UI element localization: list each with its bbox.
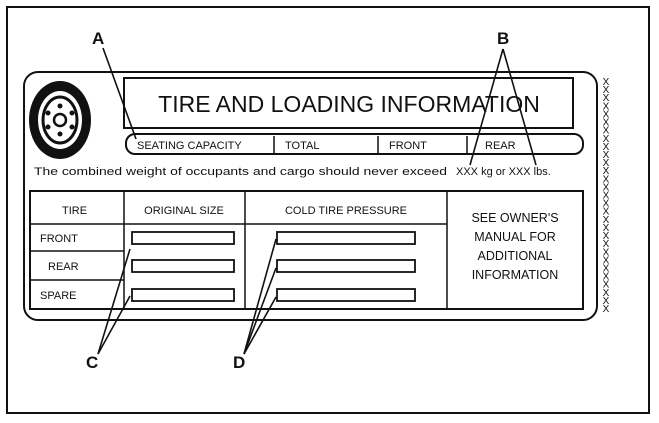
edge-x-mark: X [603,126,610,137]
edge-x-mark: X [603,134,610,145]
edge-x-mark: X [603,150,610,161]
label-outline [23,71,598,321]
edge-x-mark: X [603,231,610,242]
edge-x-mark: X [603,101,610,112]
seating-front-label: FRONT [389,140,427,152]
edge-x-mark: X [603,199,610,210]
edge-x-mark: X [603,158,610,169]
edge-x-mark: X [603,263,610,274]
header-tire: TIRE [62,205,87,217]
cold-pressure-spare-box [276,288,416,302]
owner-manual-note-line-4: INFORMATION [472,268,559,282]
edge-x-mark: X [603,174,610,185]
edge-x-mark: X [603,207,610,218]
seating-capacity-label: SEATING CAPACITY [137,140,242,152]
edge-x-mark: X [603,93,610,104]
edge-x-mark: X [603,85,610,96]
seating-rear-label: REAR [485,140,516,152]
edge-x-mark: X [603,215,610,226]
leader-lines [97,47,537,355]
callout-c: C [86,353,98,372]
owner-manual-note-line-2: MANUAL FOR [474,230,556,244]
edge-x-mark: X [603,223,610,234]
header-original-size: ORIGINAL SIZE [144,205,224,217]
original-size-rear-box [131,259,235,273]
owner-manual-note-line-3: ADDITIONAL [477,249,552,263]
label-title: TIRE AND LOADING INFORMATION [158,91,540,117]
row-label-rear: REAR [48,261,79,273]
tire-info-table: TIRE ORIGINAL SIZE COLD TIRE PRESSURE FR… [29,190,584,310]
edge-x-mark: X [603,272,610,283]
edge-x-mark: X [603,191,610,202]
callout-a: A [92,29,104,48]
row-label-front: FRONT [40,233,78,245]
edge-x-mark: X [603,288,610,299]
weight-notice: The combined weight of occupants and car… [34,166,447,178]
edge-x-mark: X [603,118,610,129]
weight-value: XXX kg or XXX lbs. [456,166,551,178]
edge-x-mark: X [603,182,610,193]
figure-frame [6,6,650,414]
edge-x-mark: X [603,247,610,258]
callout-b: B [497,29,509,48]
edge-x-mark: X [603,255,610,266]
edge-x-mark: X [603,166,610,177]
header-cold-tire-pressure: COLD TIRE PRESSURE [285,205,407,217]
edge-x-mark: X [603,296,610,307]
tire-icon [29,81,91,159]
original-size-spare-box [131,288,235,302]
edge-x-mark: X [603,239,610,250]
callout-d: D [233,353,245,372]
owner-manual-note-line-1: SEE OWNER'S [471,211,558,225]
cold-pressure-rear-box [276,259,416,273]
title-box [123,77,574,129]
row-label-spare: SPARE [40,290,76,302]
seating-total-label: TOTAL [285,140,319,152]
cold-pressure-front-box [276,231,416,245]
edge-x-mark: X [603,77,610,88]
seating-capacity-box [125,133,584,155]
original-size-front-box [131,231,235,245]
edge-x-mark: X [603,280,610,291]
edge-x-mark: X [603,304,610,315]
edge-x-mark: X [603,142,610,153]
edge-x-mark: X [603,109,610,120]
